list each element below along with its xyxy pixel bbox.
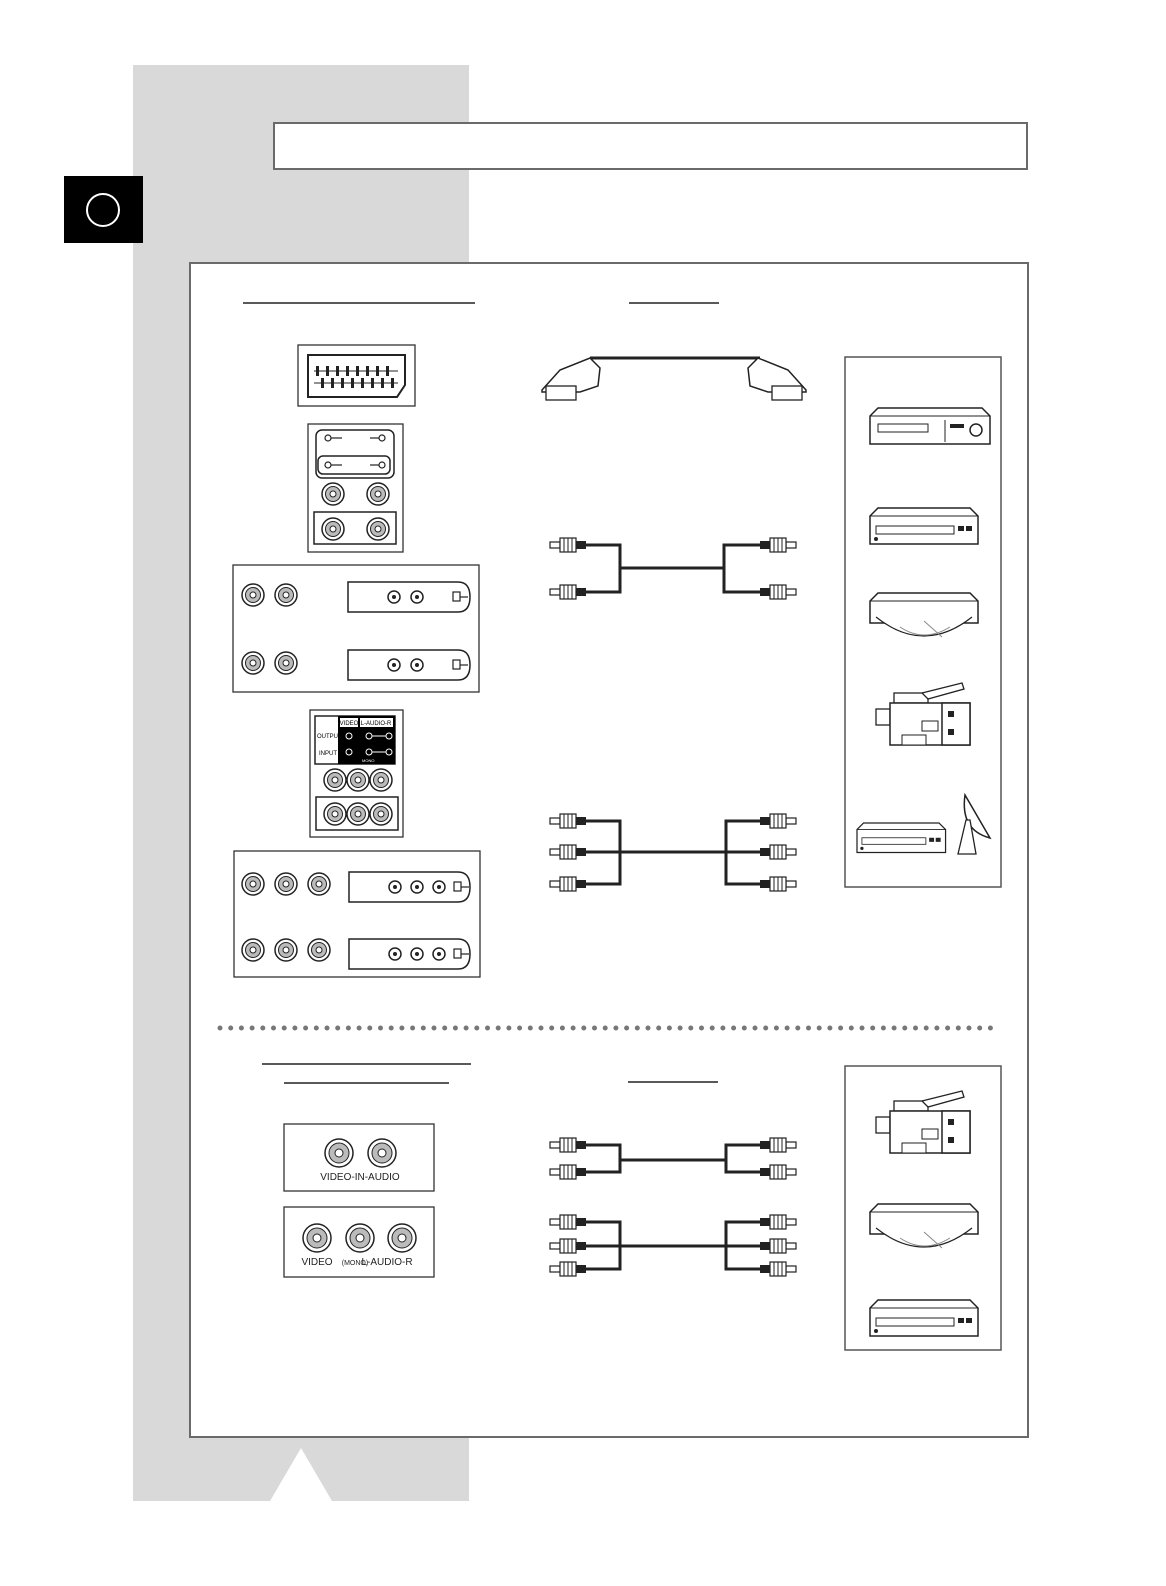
svg-text:(MONO): (MONO) bbox=[342, 1260, 368, 1267]
svg-text:VIDEO: VIDEO bbox=[301, 1257, 332, 1268]
satellite-dish-icon bbox=[957, 792, 992, 855]
rear-av-panel-3 bbox=[233, 850, 481, 978]
rca-cable-icon bbox=[549, 537, 796, 600]
side-av-panel bbox=[307, 423, 404, 553]
rca-cable-bottom-icon bbox=[549, 1137, 796, 1180]
svg-text:VIDEO: VIDEO bbox=[340, 721, 359, 727]
vcr-icon bbox=[869, 407, 991, 445]
svg-text:L-AUDIO-R: L-AUDIO-R bbox=[361, 721, 392, 727]
side-av-panel-3: VIDEO L-AUDIO-R OUTPUT INPUT MONO bbox=[309, 709, 404, 838]
circle-icon bbox=[86, 193, 120, 227]
dvd-player-icon bbox=[869, 1299, 979, 1337]
rca-cable-3-bottom-icon bbox=[549, 1214, 796, 1277]
language-tab bbox=[64, 176, 143, 243]
svg-text:INPUT: INPUT bbox=[319, 751, 337, 757]
scart-cable-icon bbox=[541, 356, 807, 401]
external-devices-box bbox=[844, 356, 1002, 888]
front-video-in-audio-panel: VIDEO-IN-AUDIO bbox=[283, 1123, 435, 1192]
svg-text:MONO: MONO bbox=[362, 758, 374, 763]
front-video-audio-panel: VIDEO (MONO) L-AUDIO-R bbox=[283, 1206, 435, 1278]
rca-cable-3-icon bbox=[549, 813, 796, 892]
page-title-box bbox=[273, 122, 1028, 170]
page-arrow-icon bbox=[270, 1448, 332, 1501]
satellite-receiver-icon bbox=[856, 822, 947, 854]
dvd-player-icon bbox=[869, 507, 979, 545]
scart-connector-icon bbox=[297, 344, 416, 407]
front-devices-box bbox=[844, 1065, 1002, 1351]
svg-text:VIDEO-IN-AUDIO: VIDEO-IN-AUDIO bbox=[320, 1172, 400, 1183]
bottom-connectors-heading bbox=[262, 1063, 471, 1084]
svg-text:OUTPUT: OUTPUT bbox=[317, 734, 342, 740]
rear-av-panel bbox=[232, 564, 480, 693]
svg-text:L-AUDIO-R: L-AUDIO-R bbox=[361, 1257, 412, 1268]
